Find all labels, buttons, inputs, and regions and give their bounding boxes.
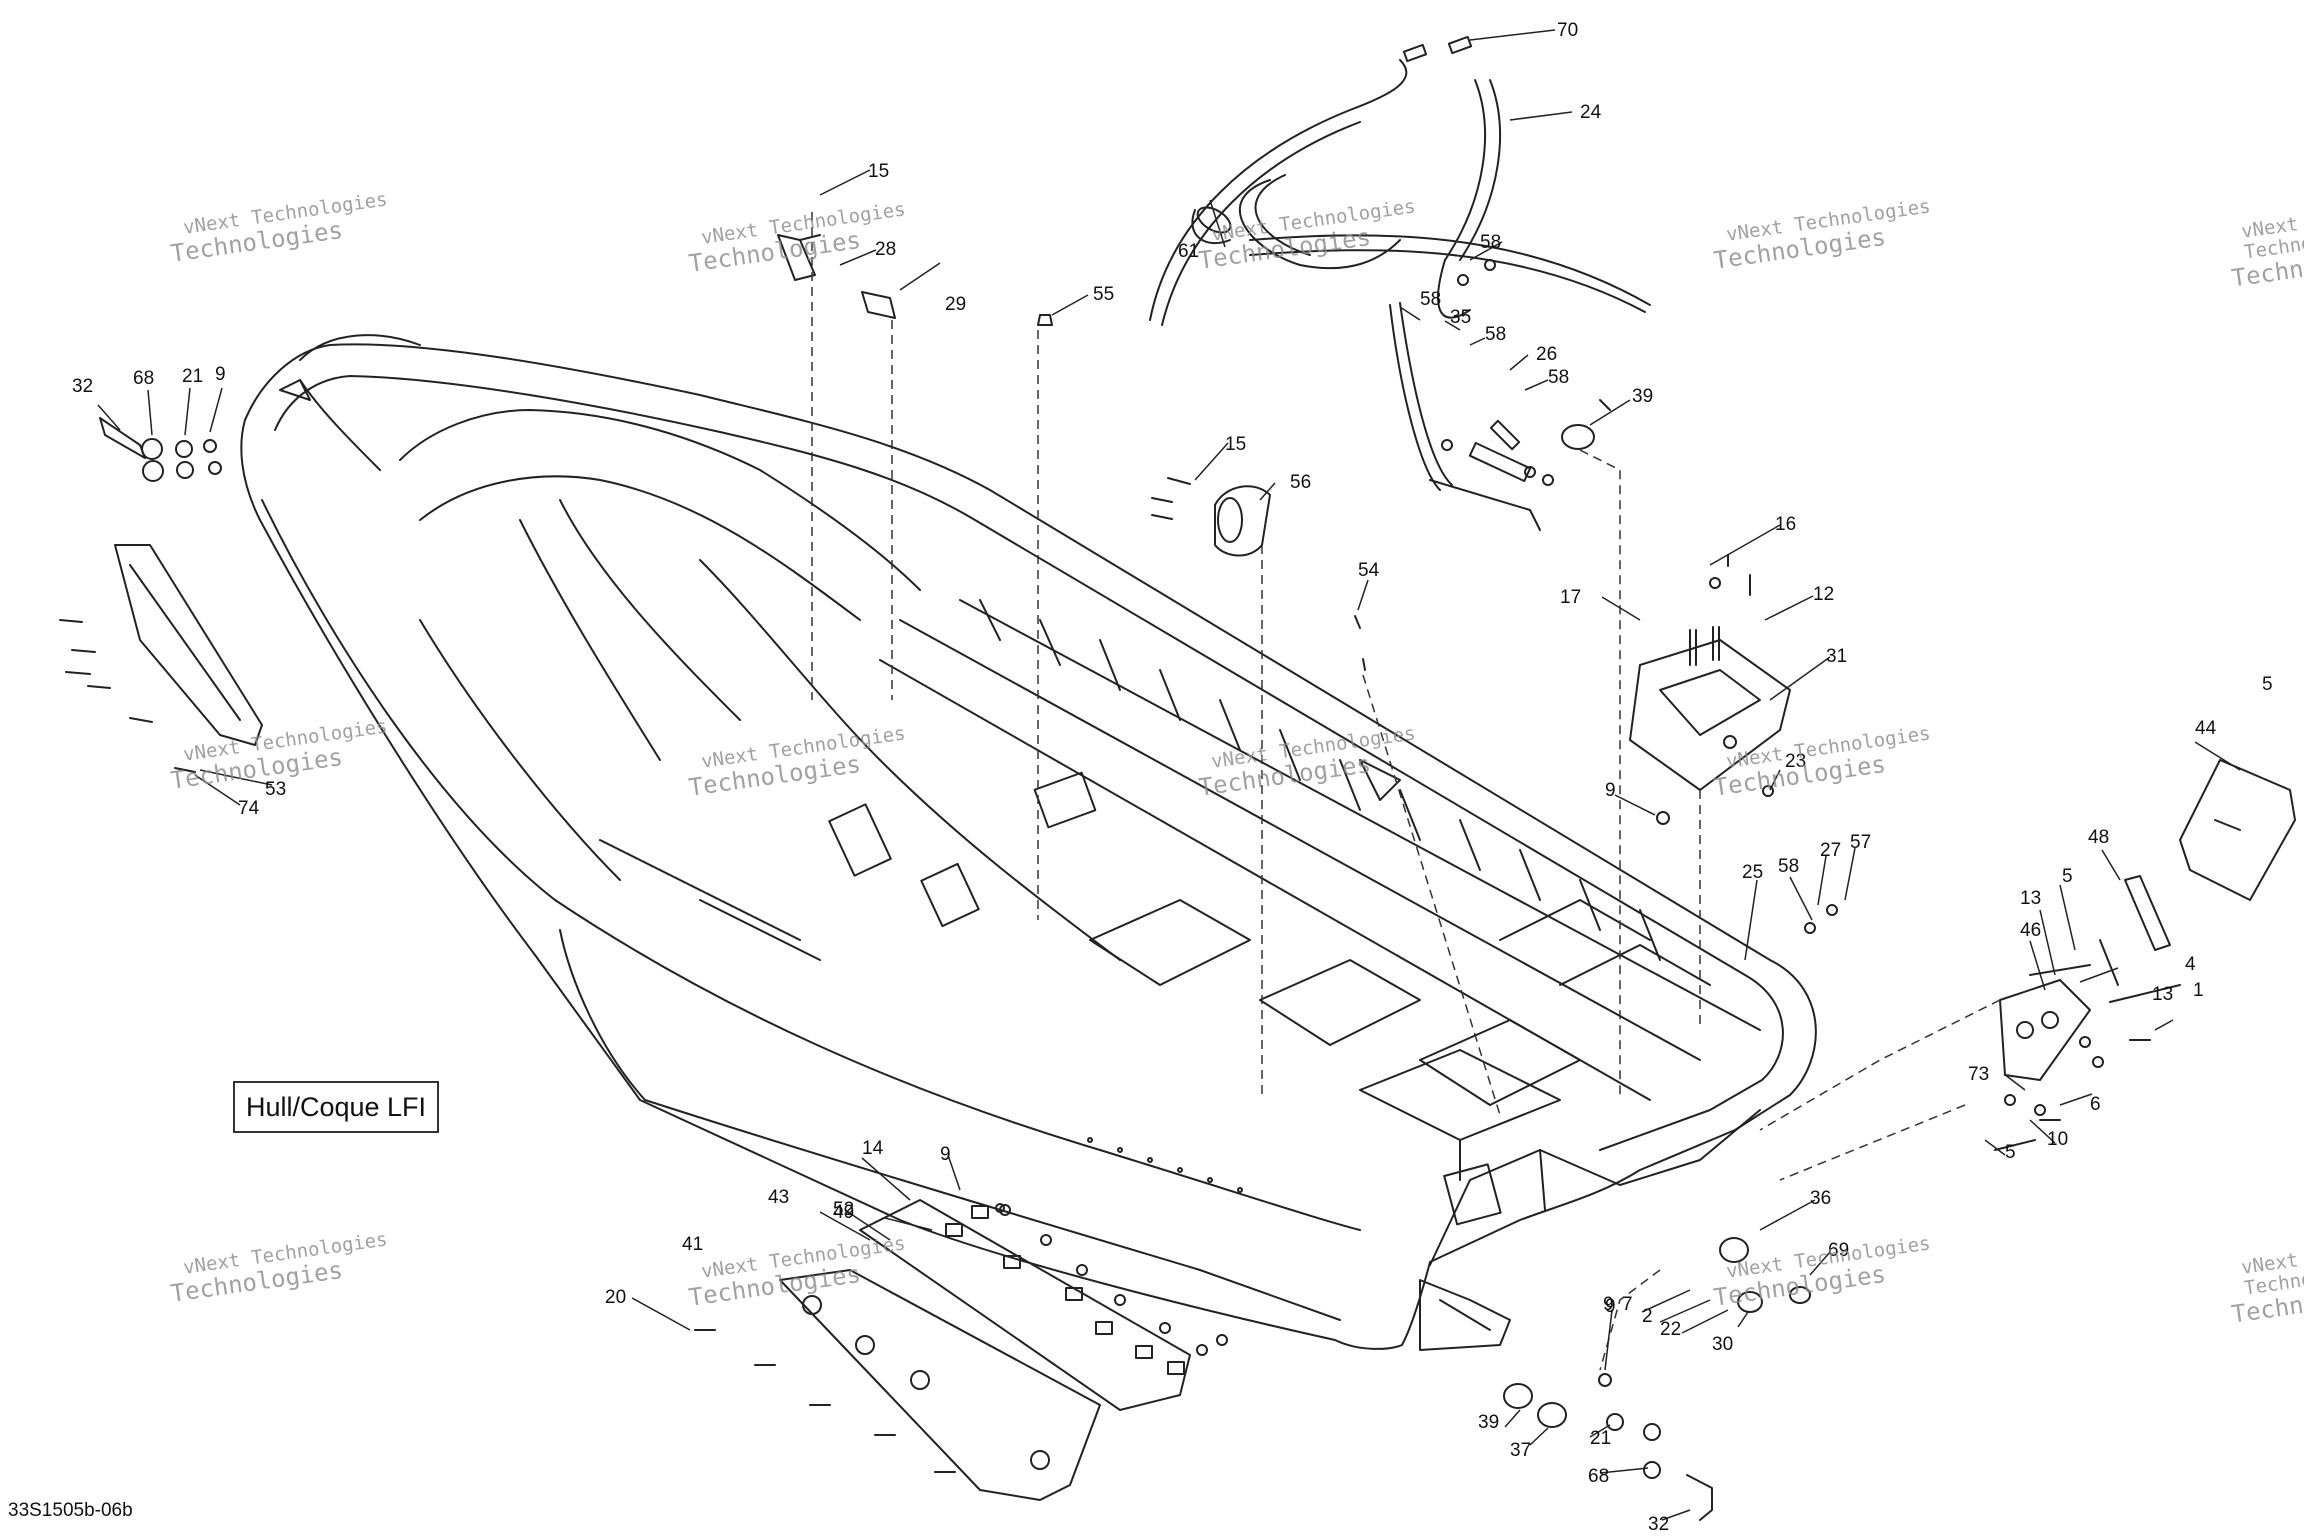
callout-24: 24 (1580, 102, 1602, 123)
callout-58c: 58 (1485, 324, 1506, 345)
callout-labels: 70 24 61 58 58 35 58 26 58 39 15 28 29 5… (72, 20, 2273, 1535)
callout-58e: 58 (1778, 856, 1799, 877)
callout-55: 55 (1093, 284, 1114, 305)
hull (240, 334, 1817, 1351)
callout-54: 54 (1358, 560, 1380, 581)
callout-68b: 68 (1588, 1466, 1609, 1487)
diagram-title: Hull/Coque LFI (233, 1081, 439, 1133)
callout-58b: 58 (1420, 289, 1441, 310)
callout-5b: 5 (2062, 866, 2073, 887)
callout-15a: 15 (868, 161, 889, 182)
callout-32b: 32 (1648, 1514, 1669, 1535)
callout-22: 22 (1660, 1319, 1681, 1340)
callout-23: 23 (1785, 751, 1806, 772)
callout-6: 6 (2090, 1094, 2101, 1115)
callout-74: 74 (238, 798, 260, 819)
callout-70: 70 (1557, 20, 1578, 41)
callout-21a: 21 (182, 366, 203, 387)
callout-5a: 5 (2262, 674, 2273, 695)
callout-39a: 39 (1632, 386, 1653, 407)
callout-14: 14 (862, 1138, 884, 1159)
assembly-lines (811, 212, 2001, 1371)
callout-13a: 13 (2020, 888, 2041, 909)
callout-30: 30 (1712, 1334, 1733, 1355)
callout-9b: 9 (1605, 780, 1616, 801)
callout-44: 44 (2195, 718, 2217, 739)
callout-16: 16 (1775, 514, 1796, 535)
callout-58a: 58 (1480, 232, 1501, 253)
callout-32a: 32 (72, 376, 93, 397)
callout-9a: 9 (215, 364, 226, 385)
callout-57: 57 (1850, 832, 1871, 853)
callout-9d: 9 (1605, 1296, 1616, 1317)
callout-61: 61 (1178, 241, 1199, 262)
callout-69: 69 (1828, 1240, 1849, 1261)
callout-52: 52 (833, 1199, 854, 1220)
callout-46: 46 (2020, 920, 2041, 941)
callout-5c: 5 (2005, 1142, 2016, 1163)
callout-41: 41 (682, 1234, 703, 1255)
callout-2: 2 (1642, 1306, 1653, 1327)
callout-1: 1 (2193, 980, 2204, 1001)
drawing-code: 33S1505b-06b (8, 1500, 133, 1521)
callout-31: 31 (1826, 646, 1847, 667)
callout-21b: 21 (1590, 1428, 1611, 1449)
callout-12: 12 (1813, 584, 1834, 605)
callout-35: 35 (1450, 307, 1471, 328)
callout-29: 29 (945, 294, 966, 315)
callout-73: 73 (1968, 1064, 1989, 1085)
callout-4: 4 (2185, 954, 2196, 975)
callout-17: 17 (1560, 587, 1581, 608)
callout-48: 48 (2088, 827, 2109, 848)
callout-9c: 9 (940, 1144, 951, 1165)
callout-13b: 13 (2152, 984, 2173, 1005)
hose-assembly (1149, 35, 1651, 531)
parts (59, 234, 2296, 1521)
callout-28: 28 (875, 239, 896, 260)
callout-37: 37 (1510, 1440, 1531, 1461)
callout-20: 20 (605, 1287, 626, 1308)
callout-68a: 68 (133, 368, 154, 389)
callout-15b: 15 (1225, 434, 1246, 455)
callout-9e: 9 (1603, 1294, 1614, 1315)
callout-43: 43 (768, 1187, 789, 1208)
callout-49: 49 (833, 1202, 854, 1223)
callout-58d: 58 (1548, 367, 1569, 388)
callout-27: 27 (1820, 840, 1841, 861)
callout-26: 26 (1536, 344, 1557, 365)
callout-leaders (97, 29, 2241, 1521)
callout-7: 7 (1622, 1294, 1633, 1315)
callout-39b: 39 (1478, 1412, 1499, 1433)
callout-53: 53 (265, 779, 286, 800)
callout-56: 56 (1290, 472, 1311, 493)
callout-36: 36 (1810, 1188, 1831, 1209)
callout-25: 25 (1742, 862, 1763, 883)
callout-10: 10 (2047, 1129, 2068, 1150)
